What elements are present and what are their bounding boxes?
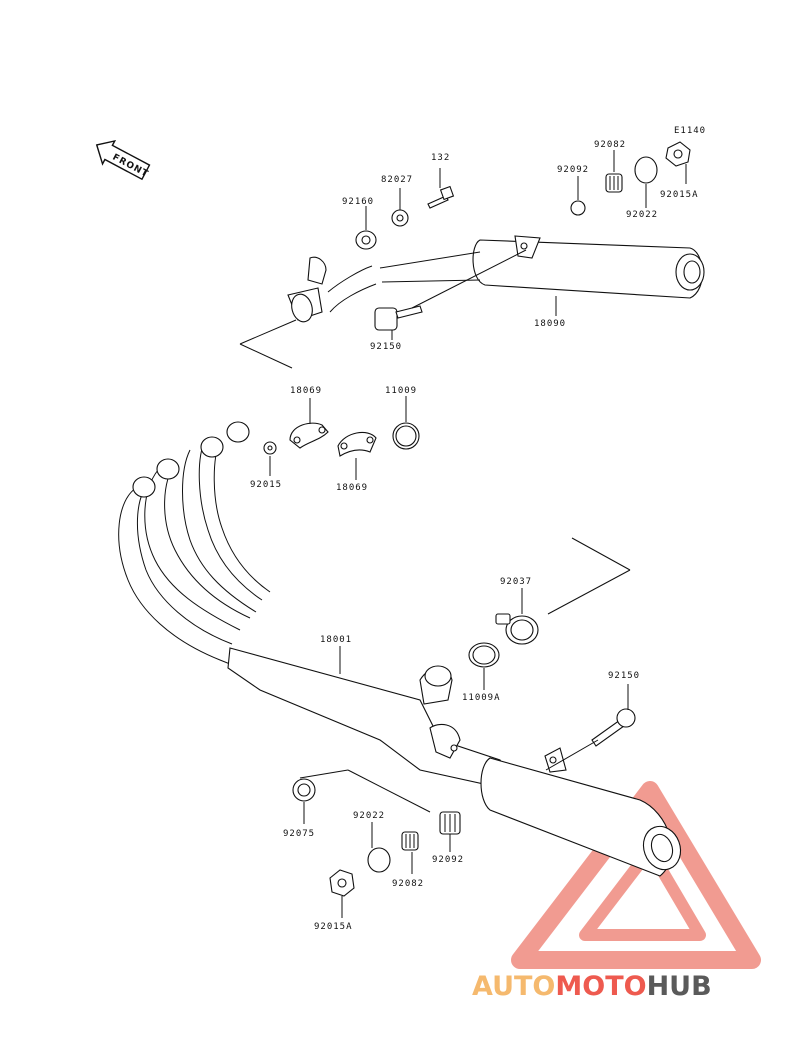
bolt-92150-lower: [591, 708, 636, 747]
watermark-moto: MOTO: [555, 971, 646, 1002]
watermark-logo: [511, 781, 761, 969]
part-label: 92037: [500, 577, 532, 587]
part-label: 92160: [342, 197, 374, 207]
part-label: 132: [431, 153, 450, 163]
part-label: 11009: [385, 386, 417, 396]
part-label: 92092: [432, 855, 464, 865]
damper-92075: [292, 778, 316, 802]
part-labels: E1140 132 82027 92160 92092 92082 92022 …: [250, 126, 706, 932]
watermark-auto: AUTO: [472, 971, 555, 1002]
damper-92160: [355, 230, 377, 250]
part-label: 92075: [283, 829, 315, 839]
part-label: 18090: [534, 319, 566, 329]
muffler-lower: [480, 747, 682, 877]
collar-82027: [391, 209, 409, 227]
nut-92015A-lower: [329, 869, 355, 897]
bolt-132: [427, 185, 455, 209]
part-label: 18069: [290, 386, 322, 396]
damper-92082-lower: [401, 831, 419, 851]
muffler-18090: [287, 235, 705, 323]
part-label: 92150: [370, 342, 402, 352]
diagram-code: E1140: [674, 126, 706, 136]
part-label: 18069: [336, 483, 368, 493]
part-label: 11009A: [462, 693, 501, 703]
part-label: 92022: [353, 811, 385, 821]
nut-92015A-upper: [665, 141, 691, 167]
washer-92092-upper: [570, 200, 586, 216]
part-label: 92082: [594, 140, 626, 150]
nut-92015: [263, 441, 277, 455]
watermark-text: AUTOMOTOHUB: [472, 971, 712, 1002]
damper-92082-upper: [605, 173, 623, 193]
header-pipes-18001: [118, 421, 522, 793]
clamp-92037: [495, 613, 539, 645]
holder-18069-a: [289, 422, 329, 449]
front-arrow-icon: FRONT: [95, 139, 151, 181]
gasket-11009: [392, 422, 420, 450]
leader-lines: [239, 150, 687, 918]
washer-92022-upper: [634, 156, 658, 184]
bolt-92150-upper: [374, 305, 423, 331]
part-label: 92015A: [660, 190, 699, 200]
part-label: 92092: [557, 165, 589, 175]
holder-18069-b: [337, 431, 377, 457]
part-label: 92015A: [314, 922, 353, 932]
part-label: 82027: [381, 175, 413, 185]
washer-92022-lower: [367, 847, 391, 873]
part-label: 92082: [392, 879, 424, 889]
part-label: 18001: [320, 635, 352, 645]
part-label: 92150: [608, 671, 640, 681]
watermark-hub: HUB: [647, 971, 712, 1002]
part-label: 92022: [626, 210, 658, 220]
gasket-11009A: [468, 642, 500, 668]
damper-92092-lower: [439, 811, 461, 835]
part-label: 92015: [250, 480, 282, 490]
